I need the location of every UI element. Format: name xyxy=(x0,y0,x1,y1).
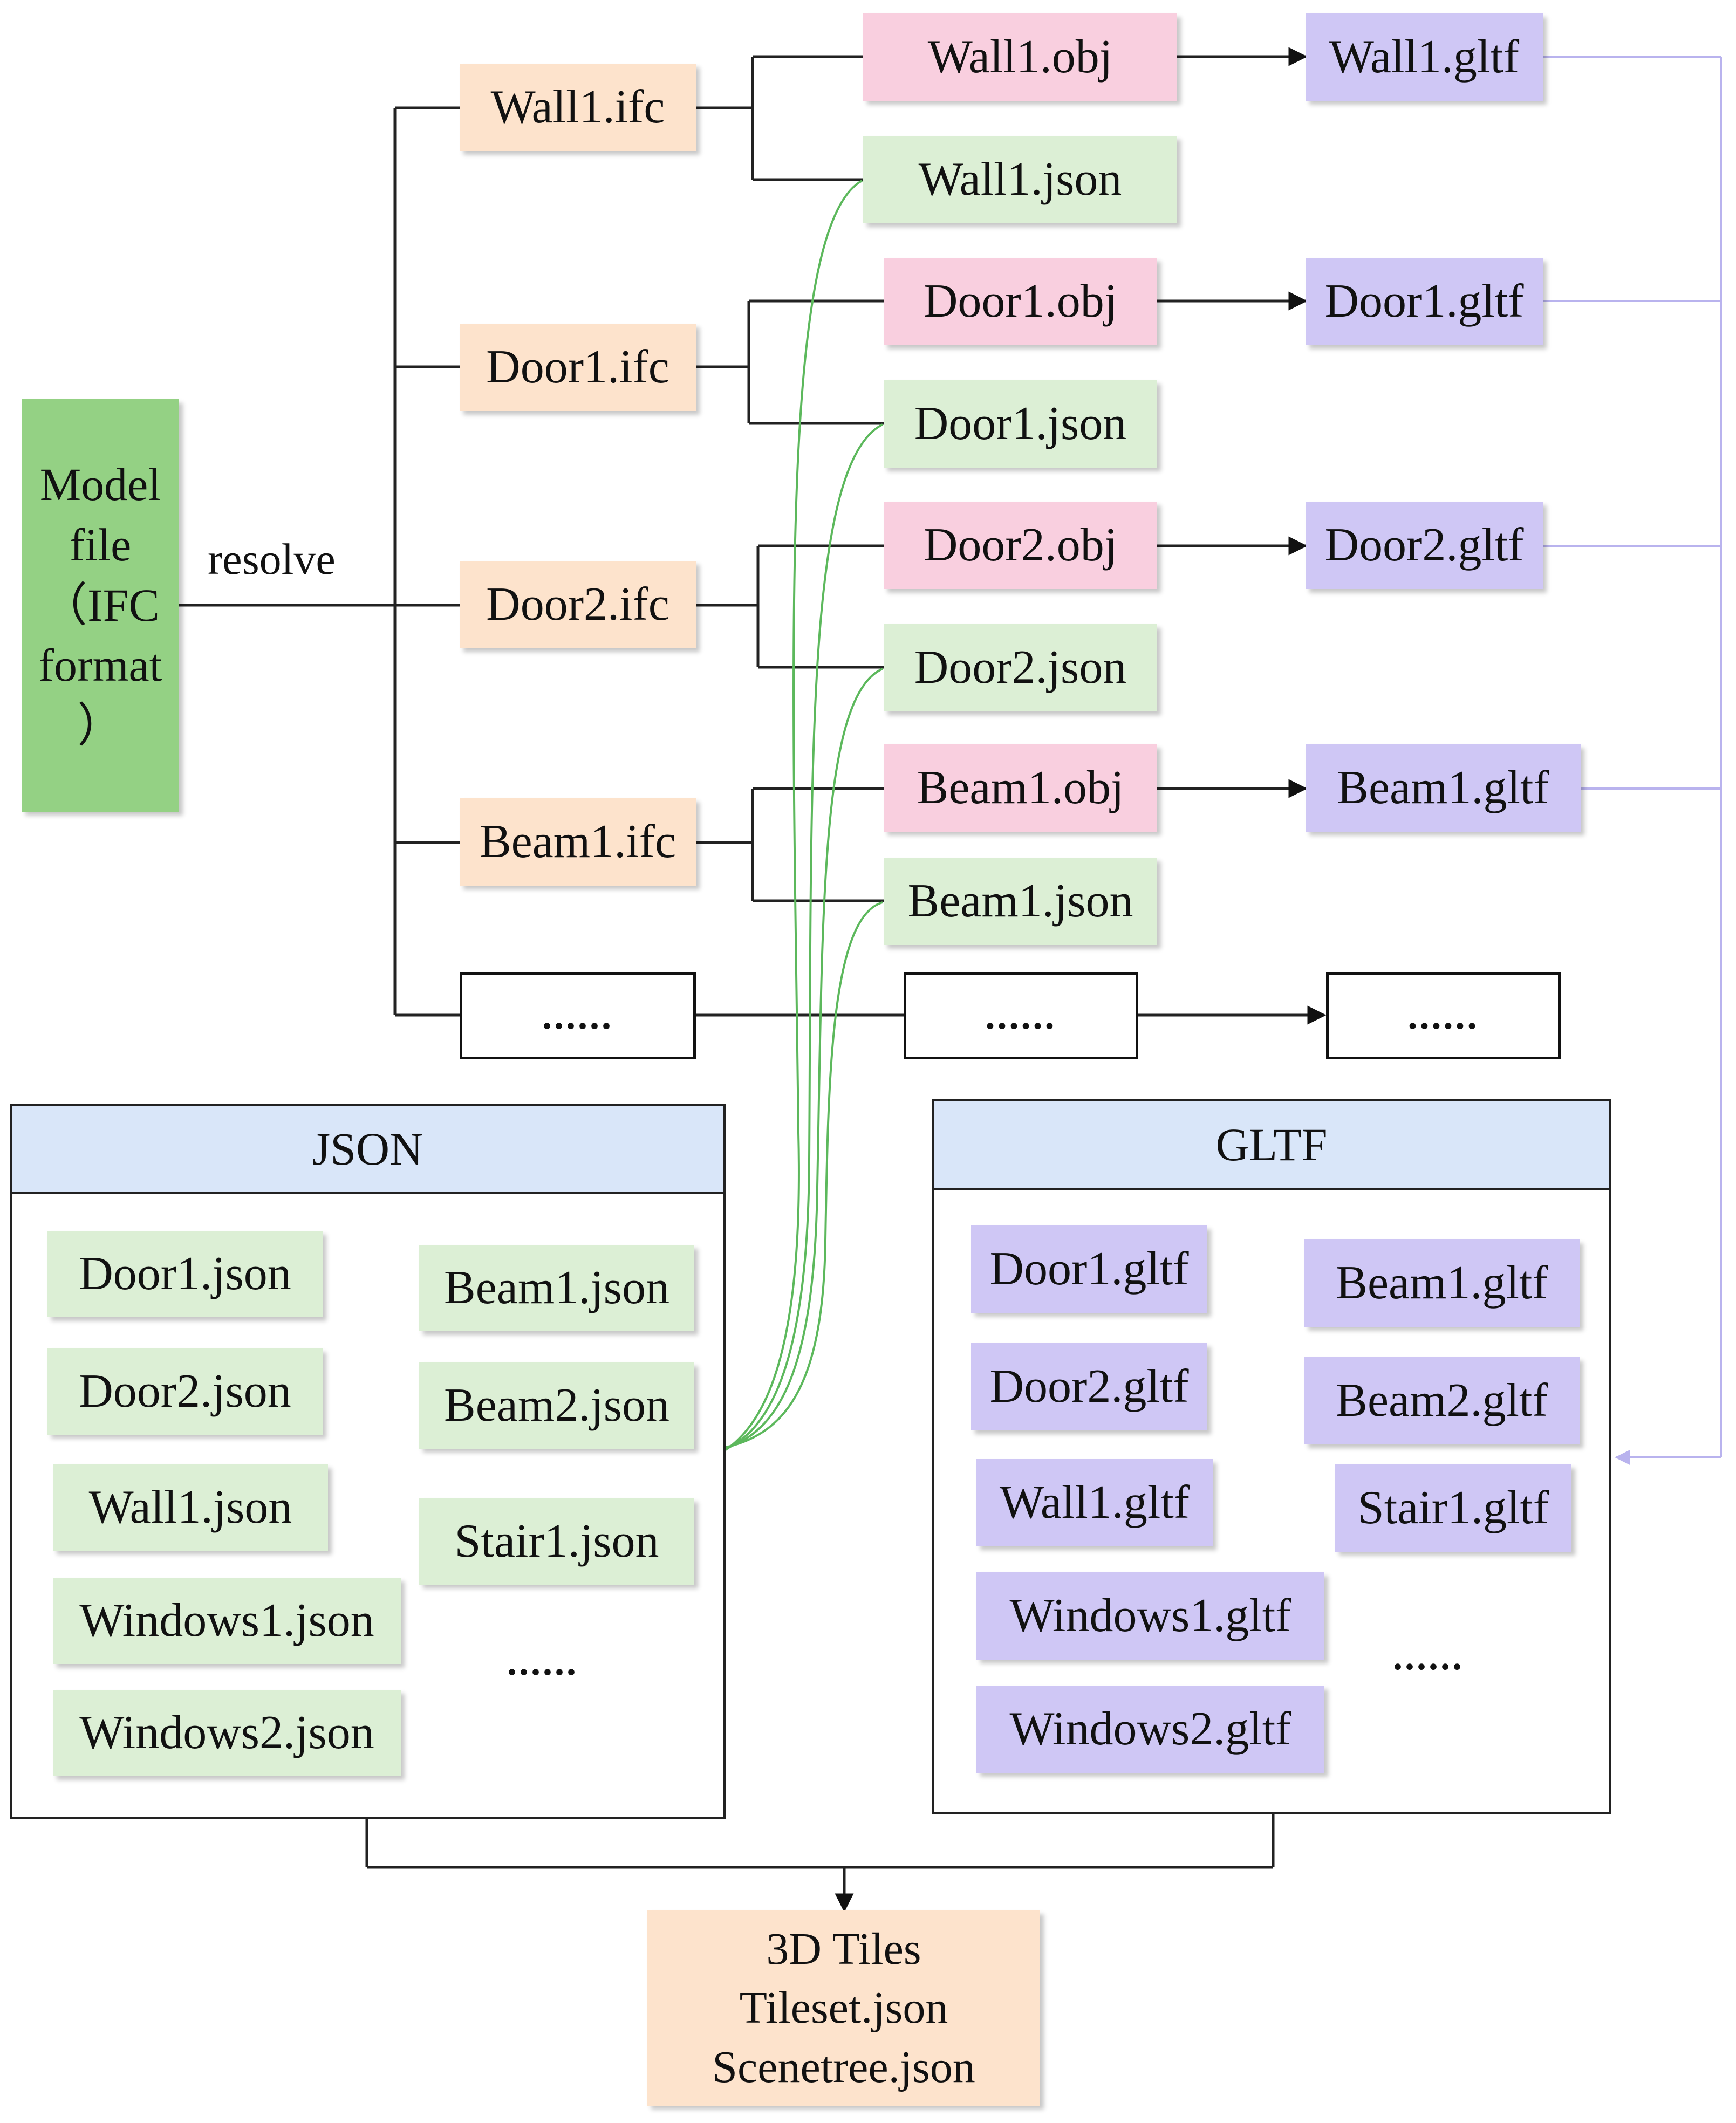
gltf-panel-item: Door1.gltf xyxy=(971,1225,1207,1313)
gltf-panel-item: Beam1.gltf xyxy=(1304,1239,1580,1327)
json-panel-title: JSON xyxy=(12,1106,723,1194)
json-panel-item: Beam2.json xyxy=(419,1362,694,1449)
obj-node-door2: Door2.obj xyxy=(884,502,1157,589)
gltf-ellipsis-node: ...... xyxy=(1326,972,1561,1059)
model-line: format xyxy=(38,639,162,691)
model-line: （IFC xyxy=(41,579,160,631)
tiles-line: 3D Tiles xyxy=(766,1924,921,1975)
3d-tiles-node: 3D Tiles Tileset.json Scenetree.json xyxy=(647,1910,1040,2106)
json-node-door2: Door2.json xyxy=(884,624,1157,711)
obj-node-door1: Door1.obj xyxy=(884,258,1157,345)
tiles-line: Scenetree.json xyxy=(712,2042,975,2092)
json-node-door1: Door1.json xyxy=(884,380,1157,468)
middle-ellipsis-node: ...... xyxy=(904,972,1138,1059)
json-panel-item: Windows1.json xyxy=(53,1578,401,1664)
resolve-label: resolve xyxy=(208,535,336,584)
json-node-wall1: Wall1.json xyxy=(863,136,1177,223)
json-panel-item: Windows2.json xyxy=(53,1690,401,1776)
gltf-panel-title: GLTF xyxy=(934,1101,1609,1190)
gltf-node-beam1: Beam1.gltf xyxy=(1306,744,1581,832)
gltf-panel-ellipsis: ...... xyxy=(1393,1635,1464,1678)
obj-node-wall1: Wall1.obj xyxy=(863,13,1177,101)
model-line: file xyxy=(69,518,132,571)
ifc-node-door1: Door1.ifc xyxy=(460,324,696,411)
obj-node-beam1: Beam1.obj xyxy=(884,744,1157,832)
ifc-node-wall1: Wall1.ifc xyxy=(460,64,696,151)
ifc-node-door2: Door2.ifc xyxy=(460,561,696,648)
model-line: ） xyxy=(77,700,124,752)
gltf-node-door1: Door1.gltf xyxy=(1306,258,1543,345)
json-panel-item: Door1.json xyxy=(47,1231,323,1317)
model-line: Model xyxy=(39,458,161,510)
gltf-panel-item: Windows2.gltf xyxy=(976,1686,1324,1773)
gltf-panel-item: Beam2.gltf xyxy=(1304,1357,1580,1444)
ifc-node-beam1: Beam1.ifc xyxy=(460,798,696,886)
json-panel-ellipsis: ...... xyxy=(507,1640,578,1683)
gltf-panel-item: Wall1.gltf xyxy=(976,1459,1213,1546)
gltf-node-door2: Door2.gltf xyxy=(1306,502,1543,589)
json-panel-item: Door2.json xyxy=(47,1348,323,1435)
json-panel-item: Beam1.json xyxy=(419,1245,694,1331)
ifc-ellipsis-node: ...... xyxy=(460,972,696,1059)
tiles-line: Tileset.json xyxy=(739,1983,948,2033)
gltf-node-wall1: Wall1.gltf xyxy=(1306,13,1543,101)
model-file-node: Model file （IFC format ） xyxy=(22,399,179,812)
gltf-panel-item: Stair1.gltf xyxy=(1335,1464,1571,1552)
json-panel-item: Stair1.json xyxy=(419,1498,694,1585)
json-panel-item: Wall1.json xyxy=(53,1464,328,1551)
json-node-beam1: Beam1.json xyxy=(884,858,1157,945)
gltf-panel-item: Windows1.gltf xyxy=(976,1572,1324,1660)
gltf-panel-item: Door2.gltf xyxy=(971,1343,1207,1430)
